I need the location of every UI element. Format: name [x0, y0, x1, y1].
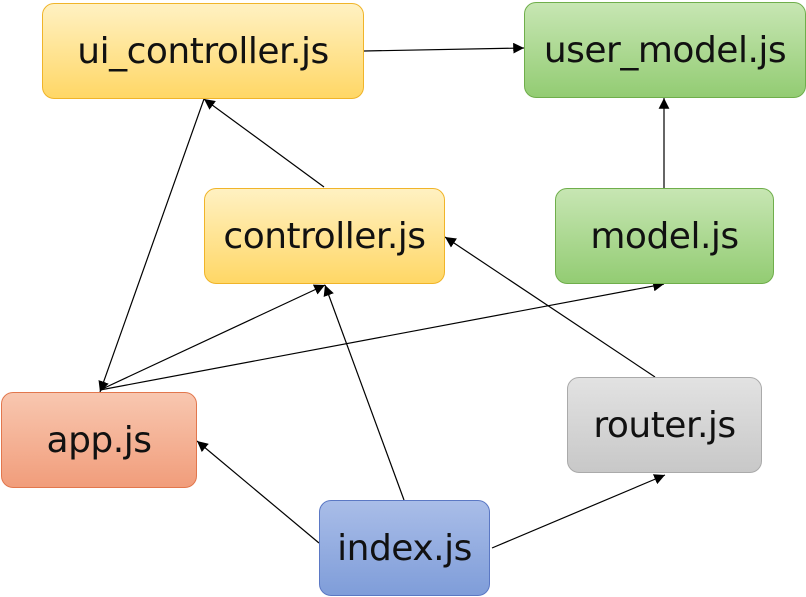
arrow-ui_controller-to-user_model — [363, 42, 525, 54]
arrow-controller-to-ui_controller — [203, 98, 325, 188]
node-label: index.js — [337, 527, 472, 569]
arrow-ui_controller-to-app — [98, 98, 205, 393]
node-controller[interactable]: controller.js — [204, 188, 445, 284]
node-router[interactable]: router.js — [567, 377, 762, 473]
arrow-index-to-controller — [323, 284, 405, 501]
node-label: app.js — [46, 419, 152, 461]
arrow-app-to-controller — [99, 284, 326, 391]
arrow-index-to-app — [196, 440, 320, 544]
node-ui-controller[interactable]: ui_controller.js — [42, 3, 364, 99]
arrow-index-to-router — [491, 474, 666, 549]
node-label: user_model.js — [543, 29, 787, 71]
node-label: ui_controller.js — [77, 30, 329, 72]
node-label: model.js — [590, 215, 739, 257]
node-index[interactable]: index.js — [319, 500, 490, 596]
arrow-app-to-model — [99, 280, 665, 391]
node-model[interactable]: model.js — [555, 188, 774, 284]
node-app[interactable]: app.js — [1, 392, 197, 488]
node-label: controller.js — [223, 215, 426, 257]
node-user-model[interactable]: user_model.js — [524, 2, 806, 98]
arrow-router-to-controller — [444, 236, 656, 378]
node-label: router.js — [593, 404, 736, 446]
